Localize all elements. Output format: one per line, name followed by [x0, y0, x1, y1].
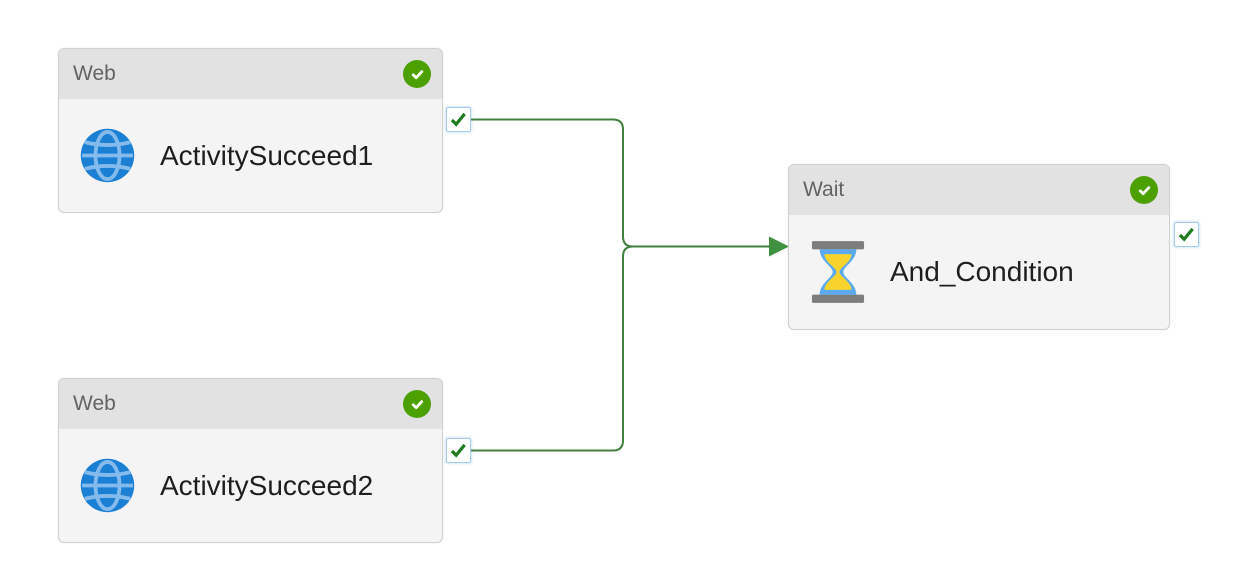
check-icon: [411, 399, 423, 409]
activity-body: ActivitySucceed2: [59, 429, 442, 542]
success-output-port-and-condition[interactable]: [1174, 222, 1199, 247]
activity-header: Wait: [789, 165, 1169, 215]
activity-type-label: Web: [73, 62, 116, 85]
check-icon: [1138, 185, 1150, 195]
activity-name: And_Condition: [890, 256, 1074, 287]
check-icon: [1178, 227, 1194, 242]
activity-type-label: Web: [73, 392, 116, 415]
status-succeeded-badge: [1130, 176, 1158, 204]
check-icon: [450, 443, 466, 458]
activity-header: Web: [59, 379, 442, 429]
status-succeeded-badge: [403, 60, 431, 88]
success-output-port-activitysucceed1[interactable]: [446, 107, 471, 132]
activity-node-activitysucceed1[interactable]: Web ActivitySucceed1: [58, 48, 443, 213]
activity-name: ActivitySucceed1: [160, 139, 374, 171]
connector-activitysucceed2-to-and-condition[interactable]: [471, 245, 770, 452]
wait-hourglass-icon: [809, 241, 866, 303]
activity-node-activitysucceed2[interactable]: Web ActivitySucceed2: [58, 378, 443, 543]
connector-arrowhead-icon[interactable]: [769, 236, 789, 257]
success-output-port-activitysucceed2[interactable]: [446, 438, 471, 463]
web-globe-icon: [79, 457, 136, 514]
activity-body: ActivitySucceed1: [59, 99, 442, 212]
web-globe-icon: [79, 127, 136, 184]
connector-activitysucceed1-to-and-condition[interactable]: [471, 118, 770, 248]
activity-node-and-condition[interactable]: Wait And_Condition: [788, 164, 1170, 330]
check-icon: [450, 112, 466, 127]
check-icon: [411, 69, 423, 79]
activity-header: Web: [59, 49, 442, 99]
activity-body: And_Condition: [789, 215, 1169, 329]
status-succeeded-badge: [403, 390, 431, 418]
activity-name: ActivitySucceed2: [160, 469, 374, 501]
activity-type-label: Wait: [803, 178, 845, 201]
